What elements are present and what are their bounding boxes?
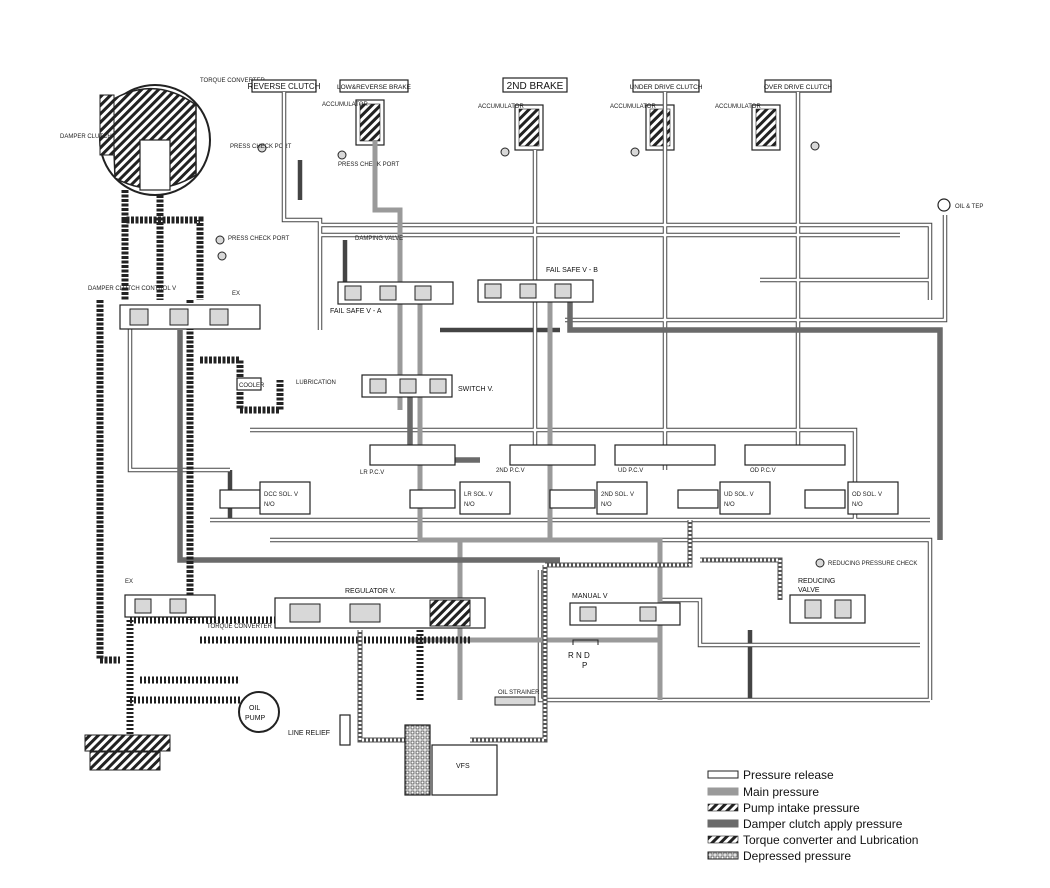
oil-strainer: OIL STRAINER [494, 690, 540, 706]
clutch-box-reverse: REVERSE CLUTCH [248, 79, 321, 93]
vfs-solenoid: VFS [404, 724, 498, 796]
svg-text:N/O: N/O [464, 502, 475, 508]
svg-text:SWITCH V.: SWITCH V. [458, 386, 494, 393]
tcl-lines [96, 190, 284, 664]
svg-text:FAIL SAFE V - A: FAIL SAFE V - A [330, 308, 382, 315]
svg-text:ACCUMULATOR: ACCUMULATOR [715, 104, 761, 110]
svg-text:LUBRICATION: LUBRICATION [296, 380, 336, 386]
svg-text:REDUCING PRESSURE CHECK: REDUCING PRESSURE CHECK [828, 561, 917, 567]
svg-text:OVER DRIVE CLUTCH: OVER DRIVE CLUTCH [764, 84, 833, 91]
svg-text:Torque converter and Lubricati: Torque converter and Lubrication [743, 833, 918, 847]
svg-text:Pump intake pressure: Pump intake pressure [743, 801, 860, 815]
svg-text:EX: EX [232, 291, 240, 297]
svg-text:UD SOL. V: UD SOL. V [724, 492, 754, 498]
svg-text:OD SOL. V: OD SOL. V [852, 492, 882, 498]
svg-text:LR P.C.V: LR P.C.V [360, 470, 384, 476]
depressed-lines-inner [358, 520, 782, 742]
fail-safe-valve-b: FAIL SAFE V - B [477, 267, 598, 303]
manual-valve: MANUAL V R N D P [568, 593, 681, 670]
svg-text:2ND P.C.V: 2ND P.C.V [496, 468, 525, 474]
svg-text:LR SOL. V: LR SOL. V [464, 492, 493, 498]
svg-text:N/O: N/O [852, 502, 863, 508]
svg-text:PRESS CHECK PORT: PRESS CHECK PORT [228, 236, 290, 242]
svg-text:Main pressure: Main pressure [743, 785, 819, 799]
svg-text:PRESS CHECK PORT: PRESS CHECK PORT [338, 162, 400, 168]
svg-text:N/O: N/O [724, 502, 735, 508]
clutch-box-2nd-brake: 2ND BRAKE [502, 77, 568, 93]
cooler: COOLER LUBRICATION [236, 377, 336, 391]
legend-item-damper: Damper clutch apply pressure [707, 817, 903, 831]
oil-sump [84, 734, 171, 771]
svg-text:OIL STRAINER: OIL STRAINER [498, 690, 540, 696]
damper-clutch-label: DAMPER CLUTCH [60, 134, 112, 140]
oil-pump: OIL PUMP LINE RELIEF [238, 691, 351, 746]
svg-text:REGULATOR V.: REGULATOR V. [345, 588, 396, 595]
svg-text:FAIL SAFE V - B: FAIL SAFE V - B [546, 267, 598, 274]
legend-item-main: Main pressure [707, 785, 819, 799]
svg-text:LINE RELIEF: LINE RELIEF [288, 730, 330, 737]
torque-converter-label: TORQUE CONVERTER [200, 78, 265, 84]
svg-text:COOLER: COOLER [239, 383, 265, 389]
pump-intake-lines [126, 616, 470, 740]
torque-converter-valve: TORQUE CONVERTER EX [124, 579, 272, 630]
clutch-box-under-drive: UNDER DRIVE CLUTCH [630, 79, 703, 93]
pressure-control-valves: LR P.C.V 2ND P.C.V UD P.C.V OD P.C.V [360, 444, 846, 476]
svg-text:VALVE: VALVE [798, 587, 820, 594]
svg-text:DAMPING VALVE: DAMPING VALVE [355, 236, 403, 242]
svg-text:TORQUE CONVERTER: TORQUE CONVERTER [207, 624, 272, 630]
legend-item-release: Pressure release [707, 768, 834, 782]
solenoid-valves: DCC SOL. V N/O LR SOL. V N/O 2ND SOL. V … [219, 481, 899, 515]
svg-text:VFS: VFS [456, 763, 470, 770]
regulator-valve: REGULATOR V. [274, 588, 486, 629]
legend-item-pump: Pump intake pressure [707, 801, 860, 815]
svg-text:Depressed pressure: Depressed pressure [743, 849, 851, 863]
svg-text:REDUCING: REDUCING [798, 578, 835, 585]
svg-text:OD P.C.V: OD P.C.V [750, 468, 776, 474]
svg-text:ACCUMULATOR: ACCUMULATOR [610, 104, 656, 110]
svg-text:PUMP: PUMP [245, 715, 266, 722]
svg-text:Pressure release: Pressure release [743, 768, 834, 782]
torque-converter: TORQUE CONVERTER DAMPER CLUTCH [60, 78, 265, 196]
clutch-box-over-drive: OVER DRIVE CLUTCH [764, 79, 833, 93]
svg-text:MANUAL V: MANUAL V [572, 593, 608, 600]
svg-text:N/O: N/O [601, 502, 612, 508]
legend-item-tcl: Torque converter and Lubrication [707, 833, 918, 847]
svg-text:LOW&REVERSE BRAKE: LOW&REVERSE BRAKE [337, 84, 412, 91]
svg-text:P: P [582, 661, 587, 670]
svg-text:ACCUMULATOR: ACCUMULATOR [322, 102, 368, 108]
svg-text:OIL & TEP: OIL & TEP [955, 204, 983, 210]
svg-text:OIL: OIL [249, 705, 260, 712]
svg-text:Damper clutch apply pressure: Damper clutch apply pressure [743, 817, 903, 831]
check-ports: PRESS CHECK PORT PRESS CHECK PORT PRESS … [215, 141, 983, 261]
svg-text:2ND SOL. V: 2ND SOL. V [601, 492, 634, 498]
clutch-box-low-reverse: LOW&REVERSE BRAKE [337, 79, 412, 93]
svg-text:REVERSE CLUTCH: REVERSE CLUTCH [248, 82, 321, 91]
damper-clutch-control-valve: DAMPER CLUTCH CONTROL V EX [88, 286, 261, 330]
legend: Pressure release Main pressure Pump inta… [707, 768, 918, 863]
svg-text:R N D: R N D [568, 651, 590, 660]
svg-text:2ND BRAKE: 2ND BRAKE [507, 81, 564, 92]
svg-text:UNDER DRIVE CLUTCH: UNDER DRIVE CLUTCH [630, 84, 703, 91]
svg-text:DCC SOL. V: DCC SOL. V [264, 492, 298, 498]
accumulators: ACCUMULATOR ACCUMULATOR ACCUMULATOR ACCU… [322, 99, 781, 151]
svg-text:DAMPER CLUTCH CONTROL V: DAMPER CLUTCH CONTROL V [88, 286, 176, 292]
svg-text:N/O: N/O [264, 502, 275, 508]
svg-text:UD P.C.V: UD P.C.V [618, 468, 643, 474]
reducing-valve: REDUCING VALVE REDUCING PRESSURE CHECK [789, 558, 917, 624]
fail-safe-valve-a: FAIL SAFE V - A DAMPING VALVE [330, 236, 454, 315]
legend-item-depressed: Depressed pressure [707, 849, 851, 863]
svg-text:PRESS CHECK PORT: PRESS CHECK PORT [230, 144, 292, 150]
svg-text:EX: EX [125, 579, 133, 585]
switch-valve: SWITCH V. [361, 374, 494, 398]
svg-text:ACCUMULATOR: ACCUMULATOR [478, 104, 524, 110]
